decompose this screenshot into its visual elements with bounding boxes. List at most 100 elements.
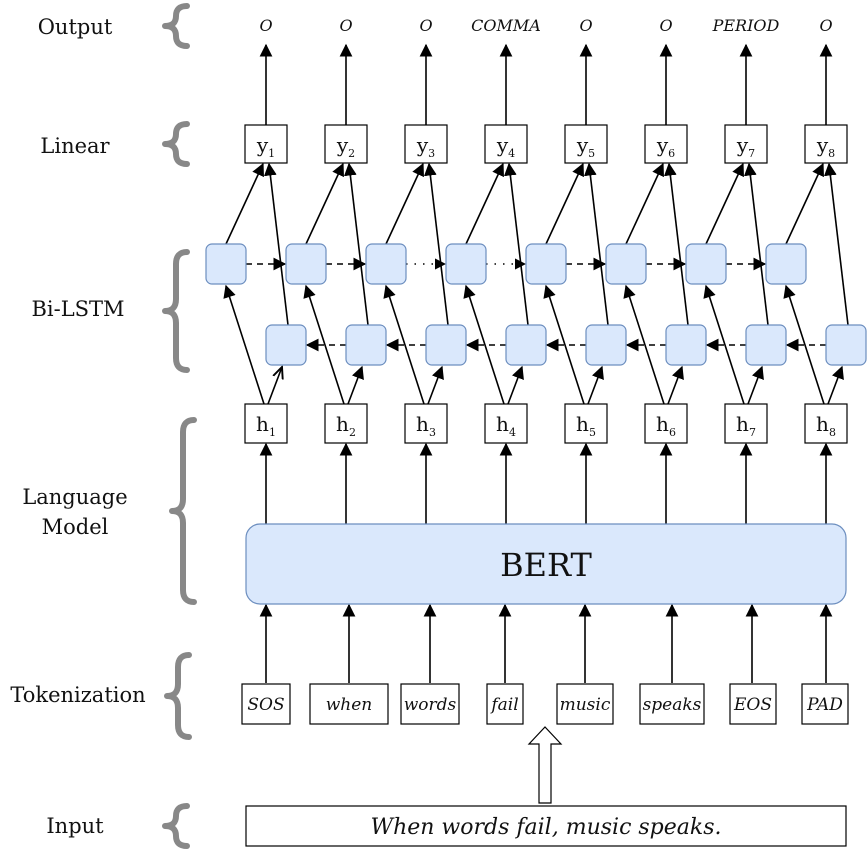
h-to-forward-edge — [703, 284, 745, 405]
svg-text:h1: h1 — [256, 412, 276, 439]
svg-text:y3: y3 — [416, 133, 435, 160]
h-to-forward-edge — [783, 284, 825, 405]
hidden-node: h8 — [804, 403, 848, 444]
hidden-node: h3 — [404, 403, 448, 444]
backward-lstm-cell — [585, 324, 627, 366]
brace-output — [162, 3, 190, 49]
svg-text:y1: y1 — [256, 133, 275, 160]
h-to-backward-edge — [427, 365, 444, 405]
token-label: speaks — [643, 695, 702, 715]
layer-label-tokenization: Tokenization — [10, 683, 145, 707]
svg-text:h5: h5 — [576, 412, 596, 439]
backward-to-y-edge — [263, 162, 289, 326]
output-tag: O — [579, 16, 592, 35]
hidden-node: h4 — [484, 403, 528, 444]
token-box: SOS — [241, 683, 291, 725]
h-to-backward-edge — [827, 365, 844, 405]
h-to-forward-edge — [223, 284, 265, 405]
backward-to-y-edge — [343, 162, 369, 326]
token-box: when — [309, 683, 389, 725]
output-arrows — [259, 43, 833, 125]
forward-to-y-edge — [385, 162, 424, 245]
backward-lstm-cell — [505, 324, 547, 366]
h-to-backward-edge — [667, 365, 684, 405]
svg-text:h8: h8 — [816, 412, 836, 439]
token-label: words — [404, 695, 457, 715]
svg-text:h7: h7 — [736, 412, 756, 439]
forward-lstm-cell — [765, 243, 807, 285]
linear-node: y7 — [724, 124, 768, 164]
backward-lstm-cell — [425, 324, 467, 366]
input-sentence: When words fail, music speaks. — [370, 815, 721, 840]
h-to-backward-edge — [587, 365, 604, 405]
bert-arrows — [259, 442, 833, 683]
backward-lstm-cell — [665, 324, 707, 366]
output-tag: COMMA — [471, 16, 541, 35]
svg-text:h4: h4 — [496, 412, 516, 439]
svg-text:y2: y2 — [336, 133, 355, 160]
forward-to-y-edge — [465, 162, 504, 245]
backward-lstm-cell — [825, 324, 867, 366]
output-tag: O — [339, 16, 352, 35]
token-label: SOS — [247, 695, 284, 715]
forward-to-y-edge — [705, 162, 744, 245]
backward-to-y-edge — [663, 162, 689, 326]
linear-node: y1 — [244, 124, 288, 164]
token-box: PAD — [801, 683, 849, 725]
forward-to-y-edge — [305, 162, 344, 245]
h-to-forward-edge — [303, 284, 345, 405]
brace-bilstm — [162, 249, 190, 373]
input-box: When words fail, music speaks. — [245, 805, 847, 847]
brace-linear — [162, 121, 190, 167]
output-tag: O — [259, 16, 272, 35]
linear-nodes: y1 y2 y3 y4 y5 y6 y7 y8 — [244, 124, 848, 164]
svg-text:y4: y4 — [496, 133, 515, 160]
hidden-node: h2 — [324, 403, 368, 444]
token-label: PAD — [806, 695, 843, 715]
token-box: EOS — [729, 683, 777, 725]
brace-input — [162, 803, 190, 849]
h-to-forward-edge — [623, 284, 665, 405]
token-label: EOS — [733, 695, 772, 715]
output-tag: PERIOD — [712, 16, 780, 35]
bilstm-edges — [223, 162, 849, 405]
hidden-node: h1 — [244, 403, 288, 444]
forward-to-y-edge — [225, 162, 264, 245]
backward-lstm-cell — [345, 324, 387, 366]
h-to-forward-edge — [543, 284, 585, 405]
output-tag: O — [659, 16, 672, 35]
layer-label-output: Output — [38, 15, 113, 39]
backward-to-y-edge — [423, 162, 449, 326]
h-to-backward-edge — [507, 365, 524, 405]
hidden-node: h6 — [644, 403, 688, 444]
h-to-backward-edge — [347, 365, 364, 405]
svg-text:h3: h3 — [416, 412, 436, 439]
linear-node: y3 — [404, 124, 448, 164]
token-label: fail — [489, 695, 518, 715]
forward-lstm-cell — [605, 243, 647, 285]
brace-language-model — [169, 417, 197, 605]
token-label: when — [326, 695, 373, 715]
backward-lstm-cell — [745, 324, 787, 366]
input-to-token-arrow — [527, 726, 563, 804]
layer-label-language: Language — [22, 485, 127, 509]
svg-text:y7: y7 — [736, 133, 755, 160]
bert-label: BERT — [500, 546, 592, 584]
forward-lstm-cell — [445, 243, 487, 285]
linear-node: y4 — [484, 124, 528, 164]
forward-lstm-cell — [285, 243, 327, 285]
linear-node: y5 — [564, 124, 608, 164]
backward-to-y-edge — [503, 162, 529, 326]
token-box: speaks — [639, 683, 705, 725]
linear-node: y6 — [644, 124, 688, 164]
forward-lstm-cell — [685, 243, 727, 285]
backward-to-y-edge — [743, 162, 769, 326]
layer-label-input: Input — [46, 814, 104, 838]
h-to-backward-edge — [267, 367, 282, 405]
svg-text:y8: y8 — [816, 133, 835, 160]
brace-tokenization — [164, 652, 192, 740]
token-box: words — [400, 683, 460, 725]
bilstm-cells — [205, 243, 867, 366]
